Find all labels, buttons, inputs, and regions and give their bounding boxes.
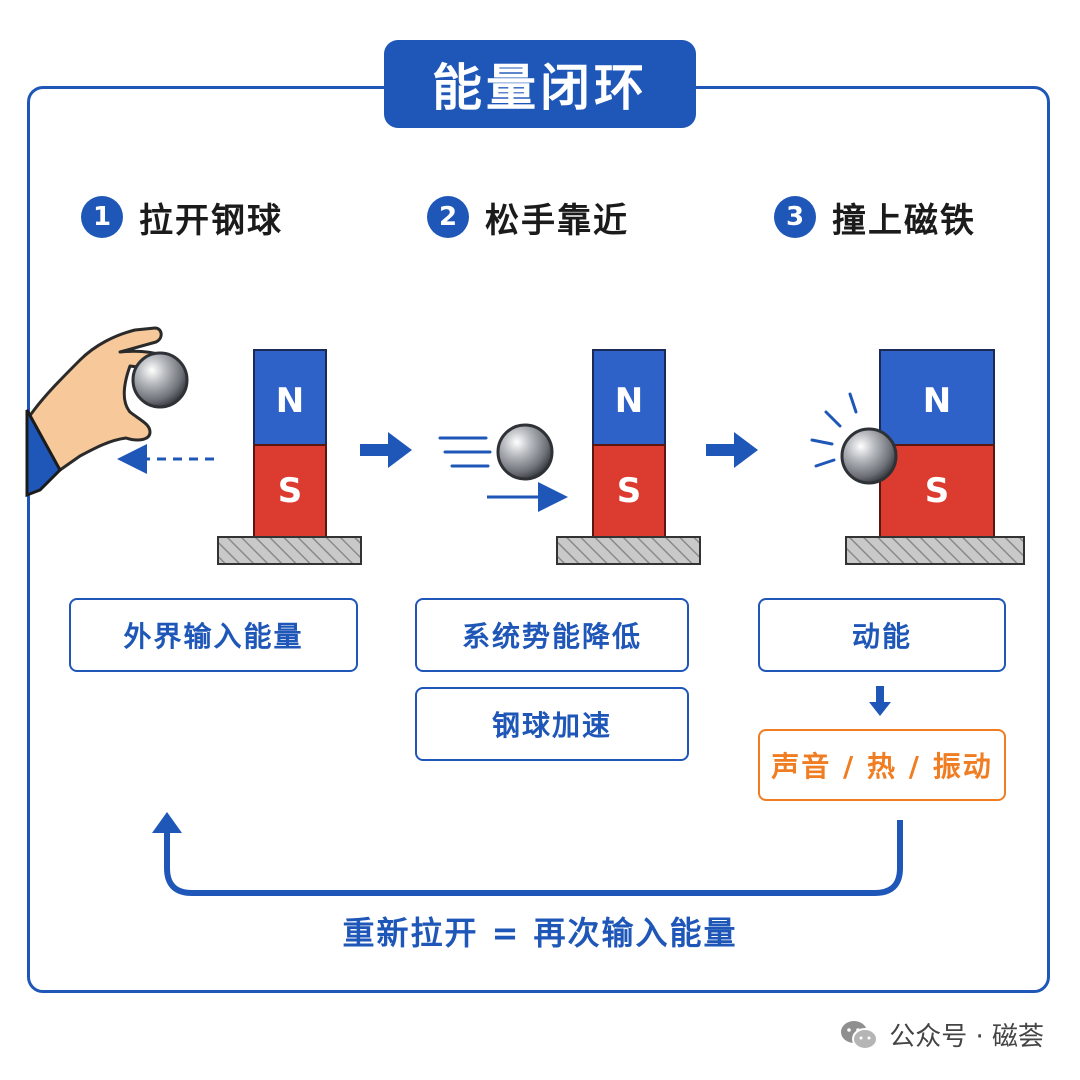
magnet-north-label: N: [923, 381, 951, 421]
footer-source-text: 公众号 · 磁荟: [889, 1022, 1044, 1052]
step-1-label: 拉开钢球: [139, 200, 283, 241]
box-ball-accelerate: 钢球加速: [415, 687, 689, 761]
hand-icon: [25, 326, 174, 498]
magnet-south-label: S: [617, 471, 642, 511]
diagram-title: 能量闭环: [384, 40, 696, 128]
bar-magnet-icon: N S: [879, 349, 995, 538]
step-2: 2 松手靠近: [427, 194, 629, 241]
impact-lines: [810, 392, 858, 468]
step-3-label: 撞上磁铁: [832, 200, 976, 241]
magnet-base: [556, 536, 701, 565]
magnet-north-label: N: [615, 381, 643, 421]
footer-source: 公众号 · 磁荟: [839, 1016, 1044, 1053]
arrow-right-icon: [706, 432, 758, 468]
loop-arrow: [164, 820, 903, 896]
magnet-south-label: S: [925, 471, 950, 511]
magnet-base: [217, 536, 362, 565]
arrow-down-icon: [869, 686, 891, 716]
bar-magnet-icon: N S: [253, 349, 327, 538]
box-external-input: 外界输入能量: [69, 598, 358, 672]
wechat-icon: [841, 1020, 879, 1050]
magnet-base: [845, 536, 1025, 565]
step-3: 3 撞上磁铁: [774, 194, 976, 241]
steel-ball-icon: [131, 351, 189, 409]
steel-ball-icon: [496, 423, 554, 481]
magnet-north-label: N: [276, 381, 304, 421]
loop-caption: 重新拉开 = 再次输入能量: [342, 914, 738, 952]
step-1: 1 拉开钢球: [81, 194, 283, 241]
step-2-label: 松手靠近: [485, 200, 629, 241]
arrow-right-icon: [360, 432, 412, 468]
magnet-south-label: S: [278, 471, 303, 511]
loop-arrowhead: [152, 812, 182, 833]
motion-lines: [438, 436, 492, 468]
steel-ball-icon: [840, 427, 898, 485]
box-potential-decrease: 系统势能降低: [415, 598, 689, 672]
box-energy-output: 声音 / 热 / 振动: [758, 729, 1006, 801]
step-2-number: 2: [427, 196, 469, 238]
step-3-number: 3: [774, 196, 816, 238]
box-kinetic-energy: 动能: [758, 598, 1006, 672]
step-1-number: 1: [81, 196, 123, 238]
bar-magnet-icon: N S: [592, 349, 666, 538]
